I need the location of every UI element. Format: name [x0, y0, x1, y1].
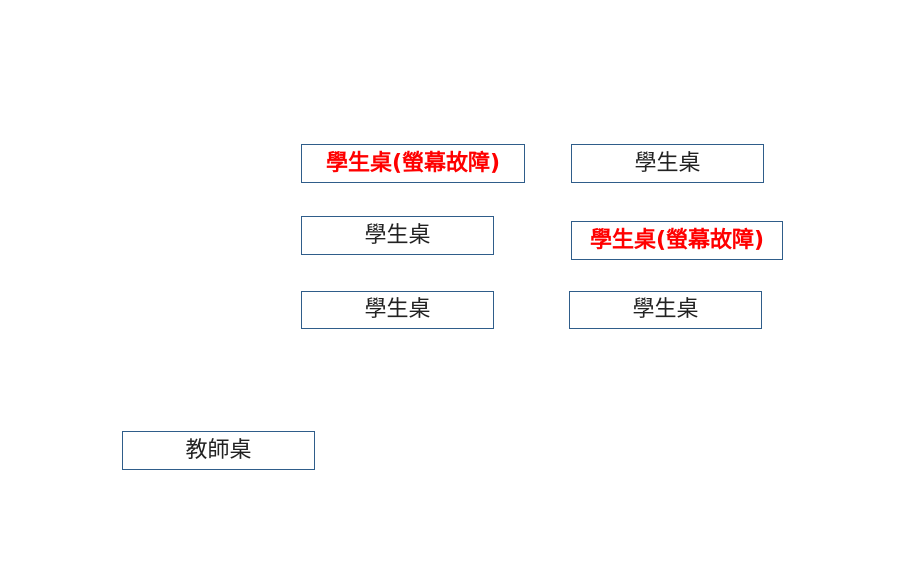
desk-label: 學生桌(螢幕故障)	[325, 150, 501, 176]
student-desk: 學生桌	[571, 144, 764, 183]
student-desk: 學生桌	[569, 291, 762, 329]
desk-label: 學生桌(螢幕故障)	[589, 227, 765, 253]
desk-label: 學生桌	[364, 297, 431, 322]
desk-label: 學生桌	[632, 297, 699, 322]
student-desk-broken: 學生桌(螢幕故障)	[301, 144, 525, 183]
student-desk: 學生桌	[301, 291, 494, 329]
student-desk-broken: 學生桌(螢幕故障)	[571, 221, 783, 260]
student-desk: 學生桌	[301, 216, 494, 255]
desk-label: 學生桌	[364, 222, 431, 248]
teacher-desk: 教師桌	[122, 431, 315, 470]
teacher-desk-label: 教師桌	[185, 437, 252, 463]
desk-label: 學生桌	[634, 150, 701, 176]
